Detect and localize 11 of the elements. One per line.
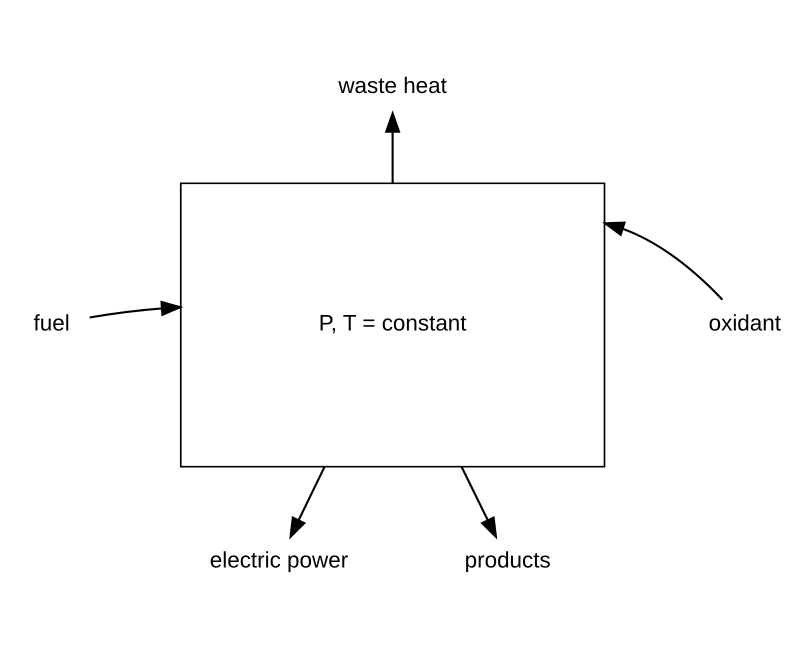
node-text: electric power xyxy=(210,547,348,572)
node-text: oxidant xyxy=(708,310,781,336)
node-text: fuel xyxy=(34,310,70,336)
arrow xyxy=(384,110,400,183)
node-text: waste heat xyxy=(338,73,447,98)
arrow xyxy=(289,466,326,540)
arrow xyxy=(602,221,724,300)
node-text: products xyxy=(464,547,551,572)
arrow xyxy=(460,466,498,540)
node-box: P, T = constant xyxy=(180,182,606,468)
arrow xyxy=(89,300,184,319)
